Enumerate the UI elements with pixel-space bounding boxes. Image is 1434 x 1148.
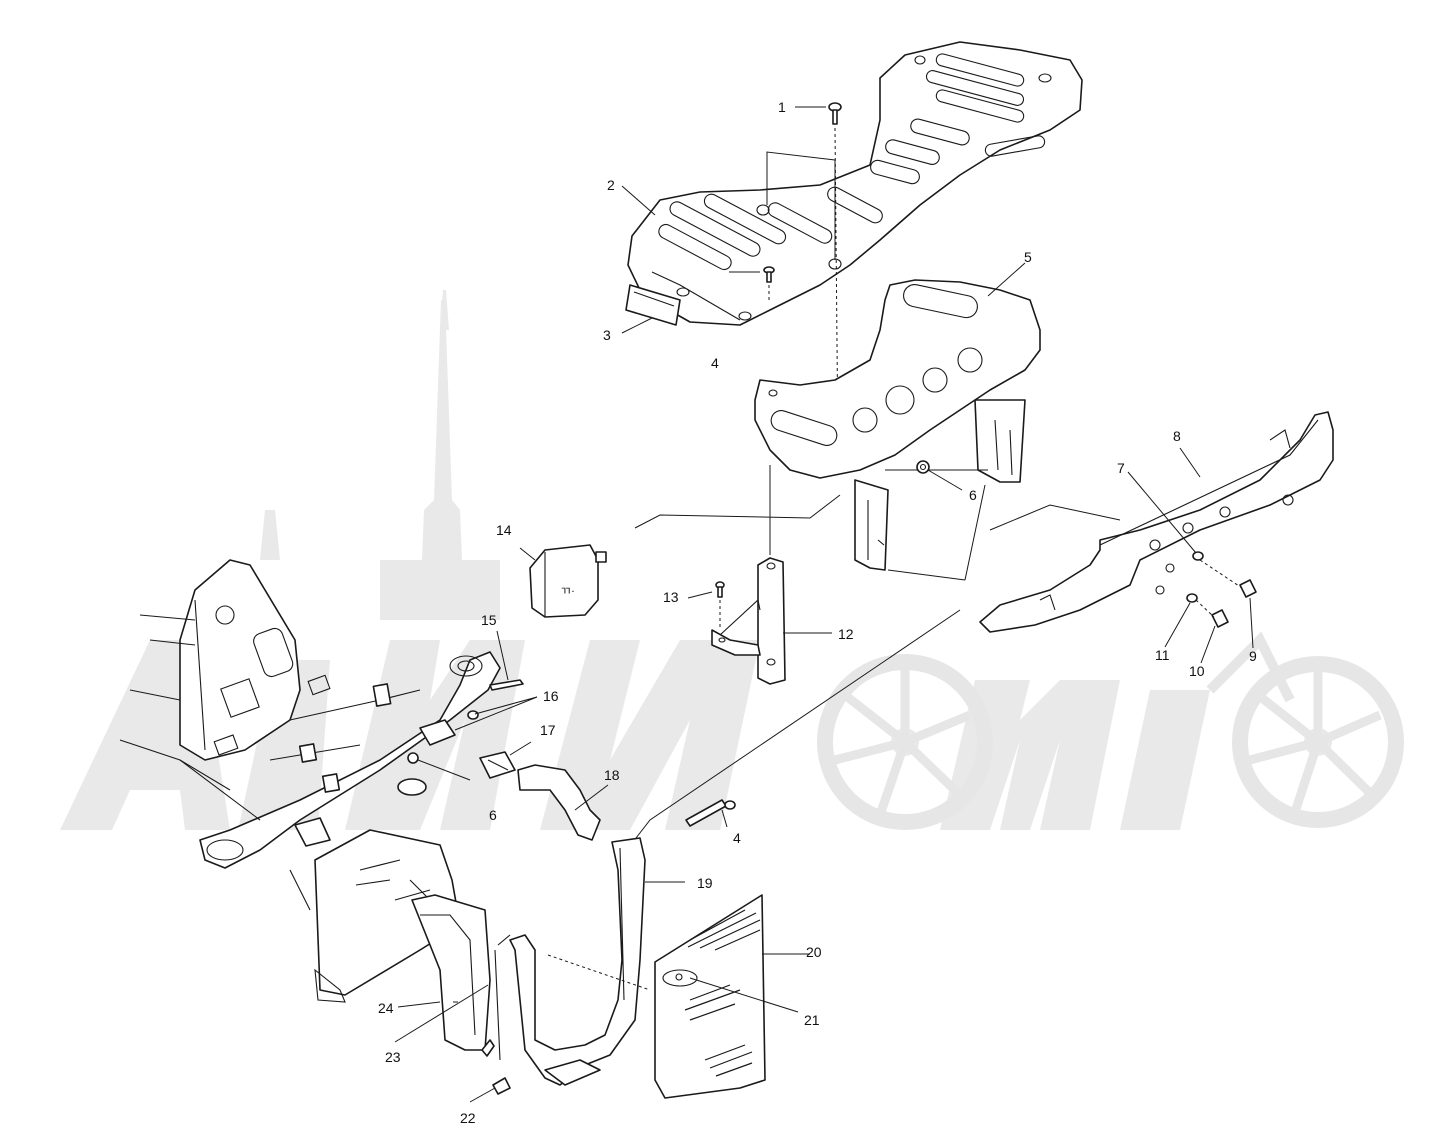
callout-10: 10 [1189, 663, 1205, 679]
callout-4-lower: 4 [733, 830, 741, 846]
part-5-rack-support [754, 279, 1041, 581]
callout-22: 22 [460, 1110, 476, 1126]
part-2-rack-top [627, 41, 1083, 326]
part-1-bolt [828, 102, 842, 125]
part-12-bracket [711, 465, 786, 685]
callout-15: 15 [481, 612, 497, 628]
watermark-spire [260, 290, 500, 620]
part-24-flap-bracket [411, 894, 491, 1051]
callout-12: 12 [838, 626, 854, 642]
part-13-bolt [715, 581, 725, 628]
part-8-bumper [979, 411, 1334, 633]
part-7-washer [1192, 551, 1204, 561]
callout-13: 13 [663, 589, 679, 605]
watermark-wheel-front [817, 654, 993, 830]
watermark-wheel-rear [1206, 631, 1404, 828]
rack-top-slots [658, 53, 1052, 321]
callout-1: 1 [778, 99, 786, 115]
part-6-nut-lower [407, 752, 419, 764]
callout-5: 5 [1024, 249, 1032, 265]
part-11-washer [1186, 593, 1198, 603]
svg-text:ㄲ·: ㄲ· [560, 584, 575, 598]
callout-2: 2 [607, 177, 615, 193]
callout-9: 9 [1249, 648, 1257, 664]
part-23-screw [481, 1039, 495, 1057]
part-4-bolt-lower [685, 799, 736, 827]
callout-21: 21 [804, 1012, 820, 1028]
part-3-reflector [625, 284, 681, 326]
part-10-bolt [1195, 599, 1229, 628]
callout-18: 18 [604, 767, 620, 783]
part-20-mud-flap [654, 894, 766, 1099]
callout-6: 6 [969, 487, 977, 503]
part-14-taillight: ㄲ· [529, 544, 607, 618]
callout-8: 8 [1173, 428, 1181, 444]
callout-16: 16 [543, 688, 559, 704]
callout-14: 14 [496, 522, 512, 538]
frame-assembly [119, 559, 501, 911]
part-6-nut-upper [916, 460, 930, 474]
part-4-bolt-upper [763, 266, 775, 300]
callout-20: 20 [806, 944, 822, 960]
part-15-bolt [489, 679, 524, 691]
callout-3: 3 [603, 327, 611, 343]
callout-labels: 1 2 3 4 5 6 7 8 9 10 11 12 13 14 15 16 1… [378, 99, 1257, 1126]
part-17-spacer [479, 751, 516, 779]
callout-17: 17 [540, 722, 556, 738]
part-18-hitch-tube [517, 764, 601, 841]
part-16-washer [419, 710, 479, 746]
callout-24: 24 [378, 1000, 394, 1016]
callout-6-lower: 6 [489, 807, 497, 823]
callout-19: 19 [697, 875, 713, 891]
part-19-flap-frame [494, 837, 646, 1086]
callout-4: 4 [711, 355, 719, 371]
leader-lines [394, 106, 1254, 1103]
callout-7: 7 [1117, 460, 1125, 476]
callout-11: 11 [1155, 647, 1170, 663]
callout-23: 23 [385, 1049, 401, 1065]
part-9-bolt [1199, 559, 1257, 598]
part-22-nut [492, 1077, 511, 1095]
